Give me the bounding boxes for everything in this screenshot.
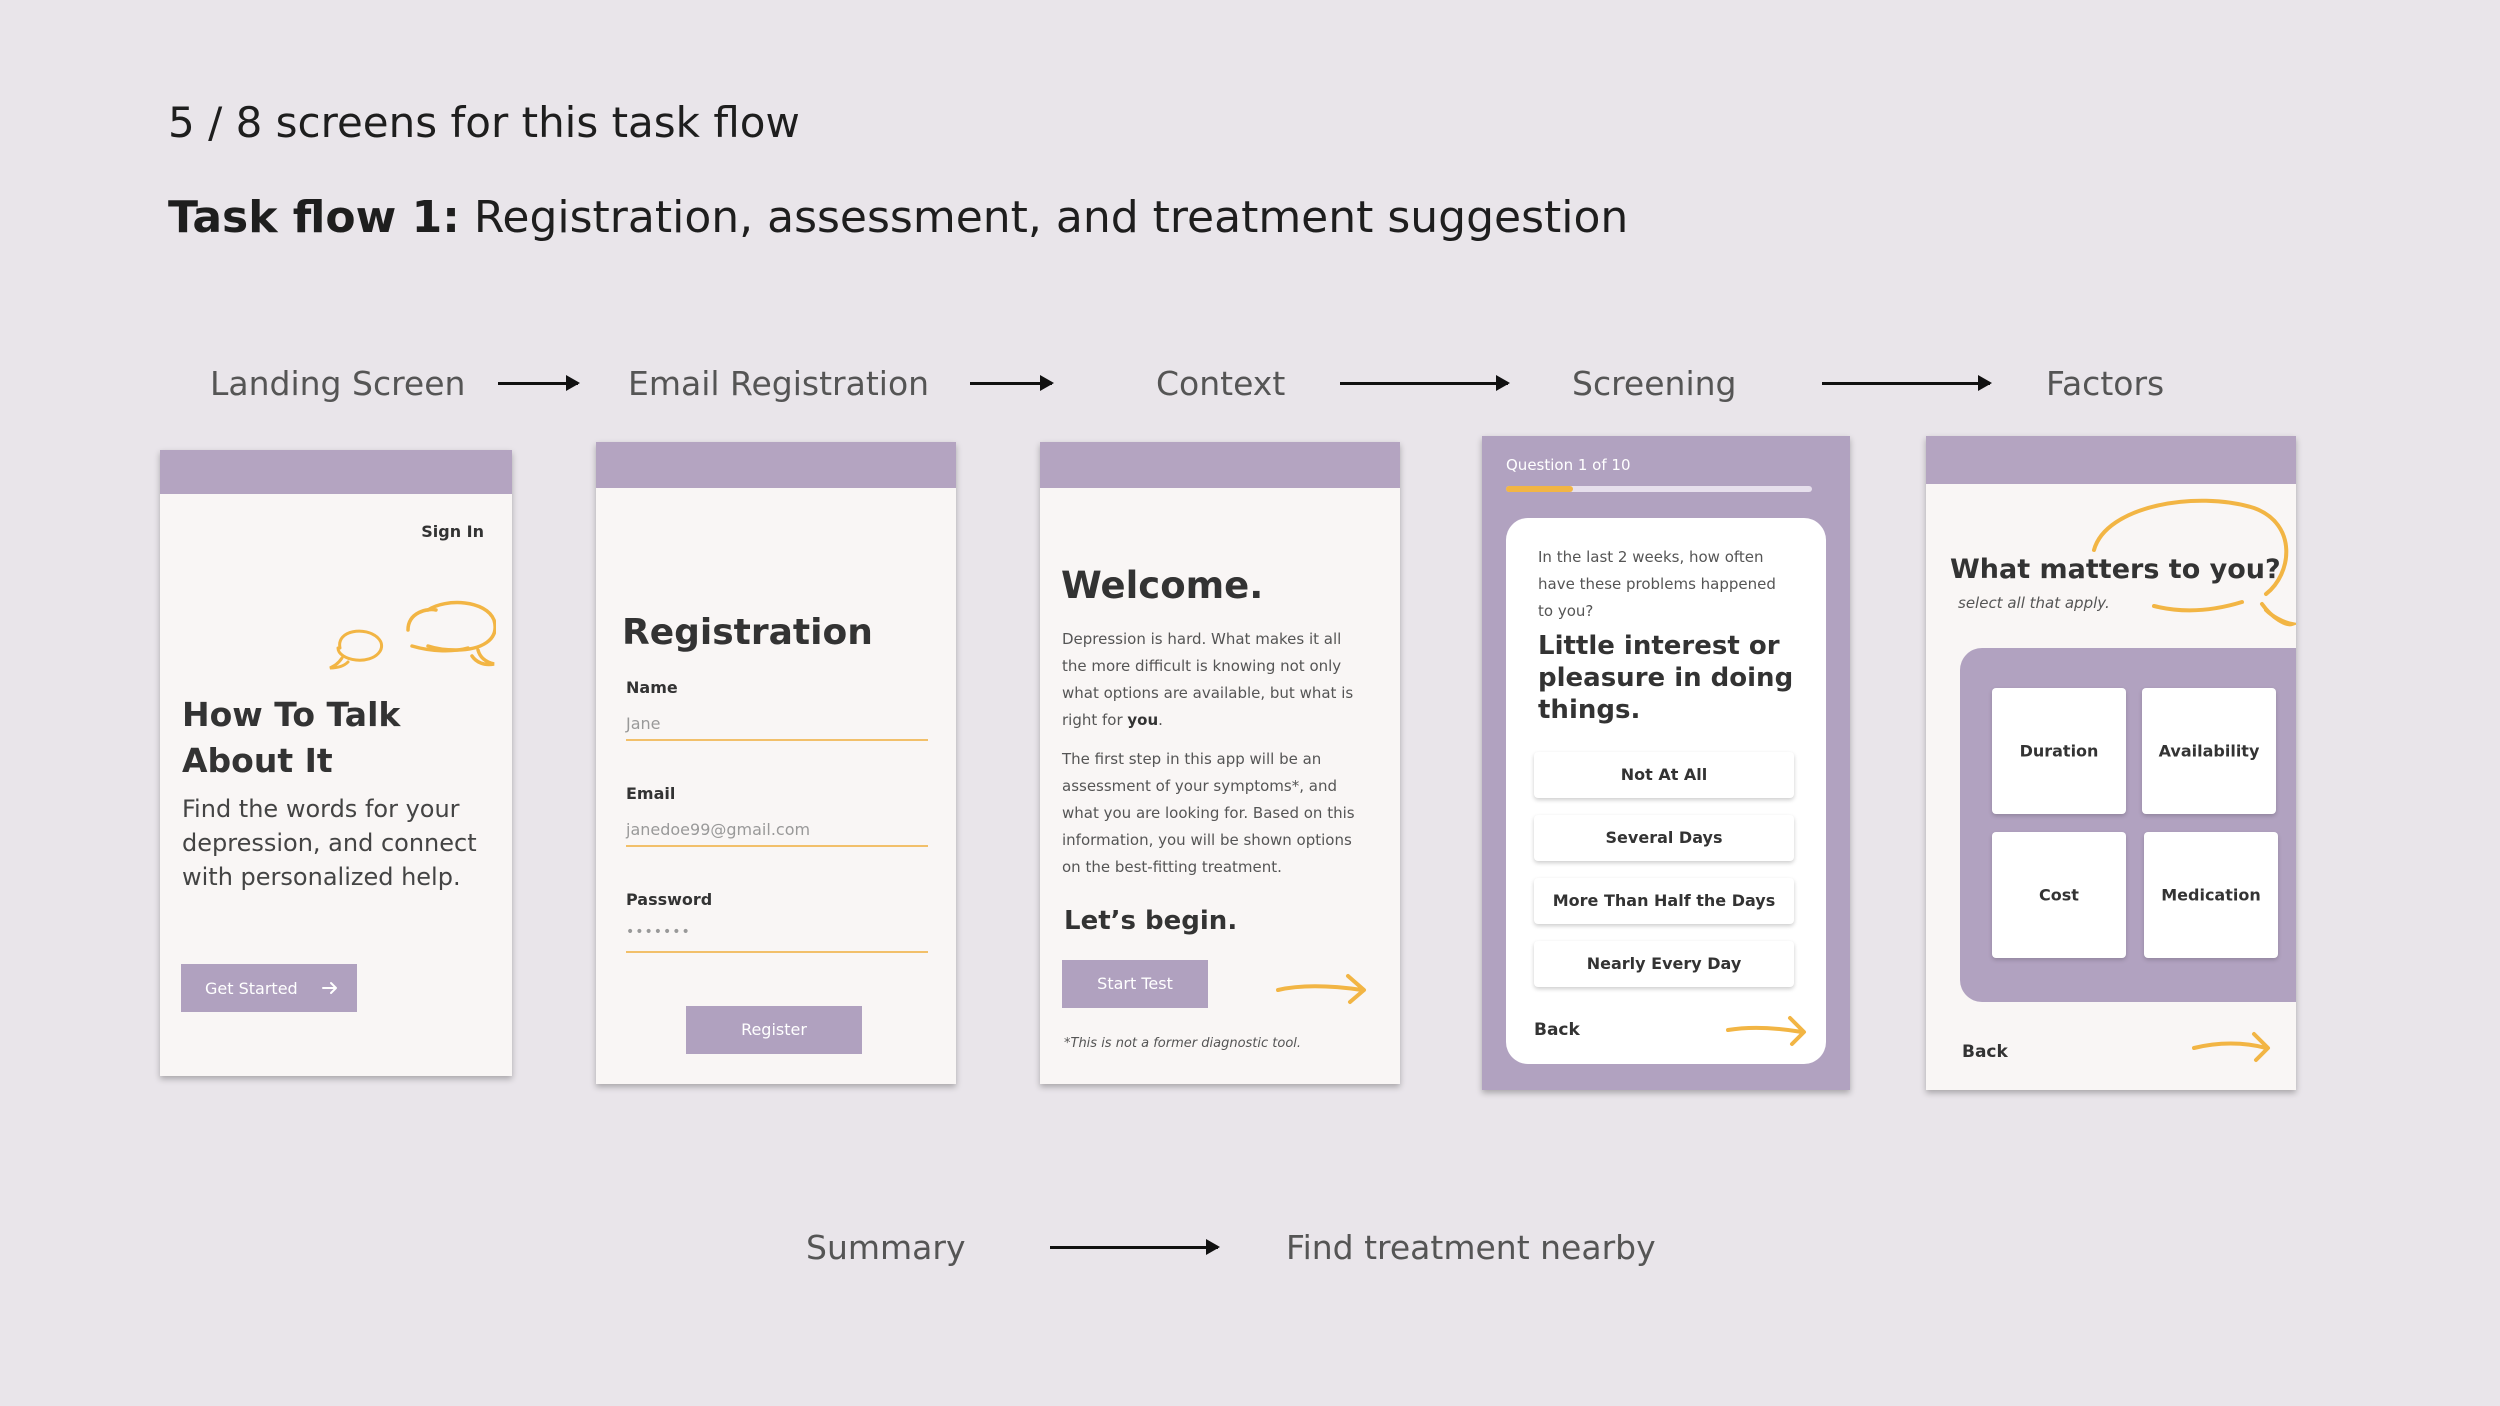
context-text-line: right for you. bbox=[1062, 707, 1353, 734]
page-title: Task flow 1: Registration, assessment, a… bbox=[168, 192, 1628, 243]
flow-step-summary: Summary bbox=[806, 1228, 966, 1267]
factors-header-bar bbox=[1926, 436, 2296, 484]
context-text-line: what you are looking for. Based on this bbox=[1062, 804, 1355, 822]
progress-track bbox=[1506, 486, 1812, 492]
landing-body-line: with personalized help. bbox=[182, 863, 461, 891]
factors-subheading: select all that apply. bbox=[1958, 594, 2110, 612]
context-text-line: on the best-fitting treatment. bbox=[1062, 858, 1282, 876]
arrow-right-icon bbox=[322, 982, 337, 994]
flow-arrow bbox=[970, 375, 1054, 391]
question-card: In the last 2 weeks, how often have thes… bbox=[1506, 518, 1826, 1064]
get-started-label: Get Started bbox=[205, 979, 298, 998]
speech-bubbles-icon bbox=[329, 600, 496, 670]
get-started-button[interactable]: Get Started bbox=[181, 964, 357, 1012]
password-field-underline bbox=[626, 951, 928, 953]
factor-card-label: Duration bbox=[2019, 741, 2099, 761]
next-arrow-icon[interactable] bbox=[2190, 1026, 2274, 1066]
factor-card-label: Cost bbox=[2039, 885, 2079, 905]
register-button[interactable]: Register bbox=[686, 1006, 862, 1054]
flow-arrow bbox=[1340, 375, 1510, 391]
back-button[interactable]: Back bbox=[1962, 1042, 2008, 1062]
progress-label: Question 1 of 10 bbox=[1506, 456, 1631, 474]
factor-card-medication[interactable]: Medication bbox=[2144, 832, 2278, 958]
landing-heading-line: About It bbox=[182, 741, 333, 780]
registration-screen: Registration Name Jane Email janedoe99@g… bbox=[596, 442, 956, 1084]
landing-header-bar bbox=[160, 450, 512, 494]
flow-step-landing: Landing Screen bbox=[210, 364, 466, 403]
registration-heading: Registration bbox=[622, 612, 873, 653]
context-paragraph-1: Depression is hard. What makes it all th… bbox=[1062, 626, 1353, 734]
email-field[interactable]: janedoe99@gmail.com bbox=[626, 820, 811, 839]
title-rest: Registration, assessment, and treatment … bbox=[459, 192, 1629, 243]
question-text-line: Little interest or bbox=[1538, 631, 1780, 661]
context-text-line: information, you will be shown options bbox=[1062, 831, 1352, 849]
context-text: right for bbox=[1062, 711, 1128, 729]
screening-screen: Question 1 of 10 In the last 2 weeks, ho… bbox=[1482, 436, 1850, 1090]
email-field-underline bbox=[626, 845, 928, 847]
welcome-heading: Welcome. bbox=[1061, 564, 1264, 607]
flow-step-factors: Factors bbox=[2046, 364, 2165, 403]
name-field-underline bbox=[626, 739, 928, 741]
factor-card-duration[interactable]: Duration bbox=[1992, 688, 2126, 814]
flow-arrow bbox=[498, 375, 580, 391]
factor-card-availability[interactable]: Availability bbox=[2142, 688, 2276, 814]
lets-begin-text: Let’s begin. bbox=[1064, 906, 1238, 936]
flow-step-find-treatment: Find treatment nearby bbox=[1286, 1228, 1656, 1267]
page-subtitle: 5 / 8 screens for this task flow bbox=[168, 98, 800, 147]
context-text: . bbox=[1158, 711, 1163, 729]
factor-card-label: Medication bbox=[2161, 885, 2261, 905]
factor-card-cost[interactable]: Cost bbox=[1992, 832, 2126, 958]
context-text-line: the more difficult is knowing not only bbox=[1062, 657, 1342, 675]
back-button[interactable]: Back bbox=[1534, 1020, 1580, 1040]
question-text: Little interest or pleasure in doing thi… bbox=[1538, 630, 1793, 726]
context-text-line: The first step in this app will be an bbox=[1062, 750, 1322, 768]
password-field[interactable]: ••••••• bbox=[626, 924, 691, 940]
progress-fill bbox=[1506, 486, 1574, 492]
context-text-line: Depression is hard. What makes it all bbox=[1062, 630, 1342, 648]
title-bold: Task flow 1: bbox=[168, 192, 460, 243]
circled-scribble-icon bbox=[2092, 498, 2296, 627]
email-label: Email bbox=[626, 784, 676, 803]
name-label: Name bbox=[626, 678, 678, 697]
landing-screen: Sign In How To Talk About It Find the wo… bbox=[160, 450, 512, 1076]
flow-step-screening: Screening bbox=[1572, 364, 1737, 403]
landing-heading: How To Talk About It bbox=[182, 692, 400, 784]
context-text-line: assessment of your symptoms*, and bbox=[1062, 777, 1337, 795]
option-more-than-half[interactable]: More Than Half the Days bbox=[1534, 878, 1794, 924]
context-emphasis: you bbox=[1127, 711, 1159, 729]
factor-card-label: Availability bbox=[2158, 741, 2260, 761]
question-text-line: things. bbox=[1538, 695, 1641, 725]
disclaimer-footnote: *This is not a former diagnostic tool. bbox=[1064, 1036, 1302, 1051]
registration-header-bar bbox=[596, 442, 956, 488]
context-text-line: what options are available, but what is bbox=[1062, 684, 1354, 702]
landing-body-line: depression, and connect bbox=[182, 829, 477, 857]
flow-step-context: Context bbox=[1156, 364, 1286, 403]
landing-body-line: Find the words for your bbox=[182, 795, 460, 823]
option-several-days[interactable]: Several Days bbox=[1534, 815, 1794, 861]
context-header-bar bbox=[1040, 442, 1400, 488]
question-text-line: pleasure in doing bbox=[1538, 663, 1794, 693]
context-screen: Welcome. Depression is hard. What makes … bbox=[1040, 442, 1400, 1084]
next-arrow-icon[interactable] bbox=[1724, 1012, 1808, 1048]
option-not-at-all[interactable]: Not At All bbox=[1534, 752, 1794, 798]
question-prompt-line: have these problems happened bbox=[1538, 575, 1776, 593]
flow-arrow bbox=[1822, 375, 1992, 391]
context-paragraph-2: The first step in this app will be an as… bbox=[1062, 746, 1355, 881]
factors-screen: What matters to you? select all that app… bbox=[1926, 436, 2296, 1090]
option-nearly-every-day[interactable]: Nearly Every Day bbox=[1534, 941, 1794, 987]
sign-in-link[interactable]: Sign In bbox=[421, 522, 484, 541]
landing-body: Find the words for your depression, and … bbox=[182, 792, 477, 894]
question-prompt-line: In the last 2 weeks, how often bbox=[1538, 548, 1764, 566]
factors-heading: What matters to you? bbox=[1950, 554, 2281, 585]
flow-step-registration: Email Registration bbox=[628, 364, 930, 403]
name-field[interactable]: Jane bbox=[626, 714, 661, 733]
password-label: Password bbox=[626, 890, 713, 909]
next-arrow-icon[interactable] bbox=[1274, 970, 1370, 1006]
question-prompt-line: to you? bbox=[1538, 602, 1594, 620]
start-test-button[interactable]: Start Test bbox=[1062, 960, 1208, 1008]
flow-arrow bbox=[1050, 1239, 1220, 1255]
landing-heading-line: How To Talk bbox=[182, 695, 401, 734]
question-prompt: In the last 2 weeks, how often have thes… bbox=[1538, 544, 1776, 625]
